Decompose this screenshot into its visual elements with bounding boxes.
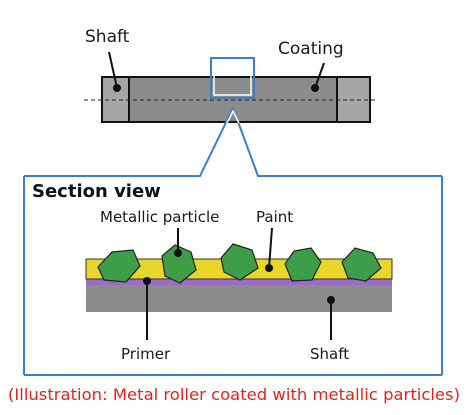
- zoom-region-inner: [213, 60, 252, 96]
- primer-label: Primer: [121, 345, 171, 363]
- section-shaft-label: Shaft: [310, 345, 349, 363]
- coating-leader-line: [314, 62, 325, 89]
- section-shaft-layer: [86, 285, 392, 312]
- figure-caption: (Illustration: Metal roller coated with …: [8, 385, 460, 404]
- metallic-particle-leader-dot: [174, 249, 182, 257]
- roller-side-view: Shaft Coating: [84, 27, 377, 123]
- coating-leader-dot: [311, 84, 319, 92]
- paint-leader: [268, 227, 273, 269]
- section-view-panel: Section view Metallic particle Paint Pri…: [23, 176, 443, 376]
- shaft-leader-dot: [113, 84, 121, 92]
- paint-leader-dot: [265, 264, 273, 272]
- zoom-callout-lines: [24, 105, 442, 177]
- zoom-callout: [24, 105, 442, 177]
- metallic-particle: [161, 244, 197, 284]
- metallic-particle: [220, 243, 259, 281]
- metallic-particle-label: Metallic particle: [100, 208, 219, 226]
- metallic-particle: [341, 247, 382, 282]
- coating-label-top: Coating: [278, 39, 344, 59]
- shaft-label-top: Shaft: [85, 27, 130, 47]
- shaft-leader-line: [108, 51, 118, 89]
- zoom-callout-inner: [226, 109, 240, 124]
- zoom-region-box: [210, 57, 255, 99]
- paint-label: Paint: [256, 208, 293, 226]
- section-view-title: Section view: [32, 181, 161, 202]
- section-primer-layer: [86, 279, 392, 285]
- metallic-particles: [97, 243, 382, 284]
- metallic-particle: [97, 249, 141, 283]
- metallic-particle: [284, 247, 322, 282]
